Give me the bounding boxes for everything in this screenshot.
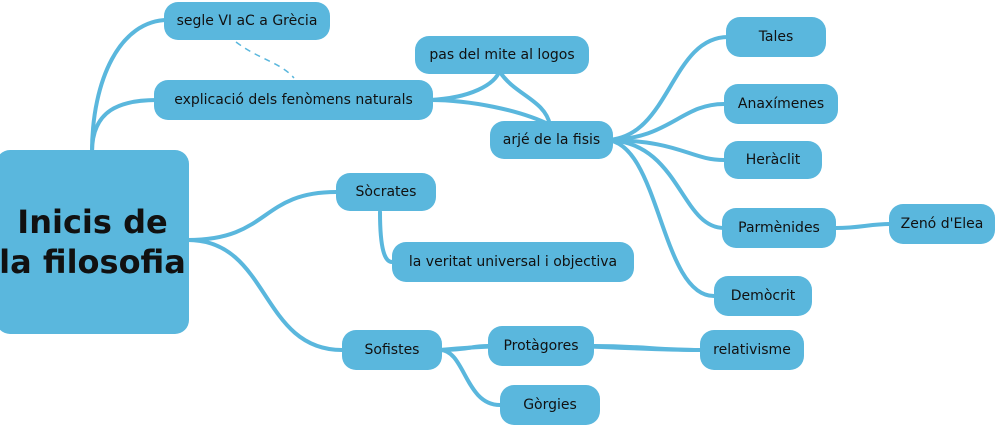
node-tales-label: Tales bbox=[758, 29, 794, 45]
link-arje-parmenides bbox=[603, 138, 726, 230]
node-protagores[interactable]: Protàgores bbox=[488, 326, 594, 366]
link-socrates-veritat bbox=[378, 210, 394, 264]
node-pas-mite[interactable]: pas del mite al logos bbox=[415, 36, 589, 74]
node-socrates[interactable]: Sòcrates bbox=[336, 173, 436, 211]
node-segle-label: segle VI aC a Grècia bbox=[176, 13, 318, 29]
node-arje[interactable]: arjé de la fisis bbox=[490, 121, 613, 159]
node-parmenides-label: Parmènides bbox=[738, 220, 820, 236]
link-root-socrates bbox=[186, 190, 338, 242]
node-heraclit-label: Heràclit bbox=[745, 152, 801, 168]
node-democrit-label: Demòcrit bbox=[730, 288, 796, 304]
node-relativisme-label: relativisme bbox=[713, 342, 791, 358]
node-gorgies-label: Gòrgies bbox=[523, 397, 577, 413]
node-explicacio-label: explicació dels fenòmens naturals bbox=[174, 92, 413, 108]
node-parmenides[interactable]: Parmènides bbox=[722, 208, 836, 248]
node-pas-mite-label: pas del mite al logos bbox=[429, 47, 575, 63]
node-explicacio[interactable]: explicació dels fenòmens naturals bbox=[154, 80, 433, 120]
link-arje-heraclit bbox=[603, 138, 726, 162]
node-heraclit[interactable]: Heràclit bbox=[724, 141, 822, 179]
link-root-explicacio bbox=[90, 98, 159, 154]
root-node[interactable]: Inicis de la filosofia bbox=[0, 150, 189, 334]
link-arje-anaximenes bbox=[603, 102, 726, 142]
root-label: Inicis de la filosofia bbox=[0, 203, 186, 281]
node-gorgies[interactable]: Gòrgies bbox=[500, 385, 600, 425]
link-arje-democrit bbox=[603, 138, 716, 298]
link-root-segle bbox=[90, 18, 170, 154]
link-parmenides-zeno bbox=[834, 222, 892, 230]
link-arje-tales bbox=[603, 35, 730, 142]
node-socrates-label: Sòcrates bbox=[355, 184, 417, 200]
link-explicacio-pas bbox=[428, 68, 502, 102]
link-sofistes-gorgies bbox=[438, 348, 502, 407]
node-sofistes-label: Sofistes bbox=[364, 342, 420, 358]
node-segle[interactable]: segle VI aC a Grècia bbox=[164, 2, 330, 40]
node-zeno-label: Zenó d'Elea bbox=[900, 216, 984, 232]
node-protagores-label: Protàgores bbox=[503, 338, 579, 354]
node-zeno[interactable]: Zenó d'Elea bbox=[889, 204, 995, 244]
node-sofistes[interactable]: Sofistes bbox=[342, 330, 442, 370]
node-tales[interactable]: Tales bbox=[726, 17, 826, 57]
dashed-relation-line bbox=[235, 41, 295, 79]
node-anaximenes[interactable]: Anaxímenes bbox=[724, 84, 838, 124]
node-relativisme[interactable]: relativisme bbox=[700, 330, 804, 370]
link-explicacio-arje bbox=[428, 98, 552, 127]
node-anaximenes-label: Anaxímenes bbox=[737, 96, 825, 112]
node-democrit[interactable]: Demòcrit bbox=[714, 276, 812, 316]
node-arje-label: arjé de la fisis bbox=[502, 132, 601, 148]
link-root-sofistes bbox=[186, 238, 344, 352]
node-veritat[interactable]: la veritat universal i objectiva bbox=[392, 242, 634, 282]
link-pas-arje bbox=[498, 70, 552, 127]
node-veritat-label: la veritat universal i objectiva bbox=[408, 254, 618, 270]
